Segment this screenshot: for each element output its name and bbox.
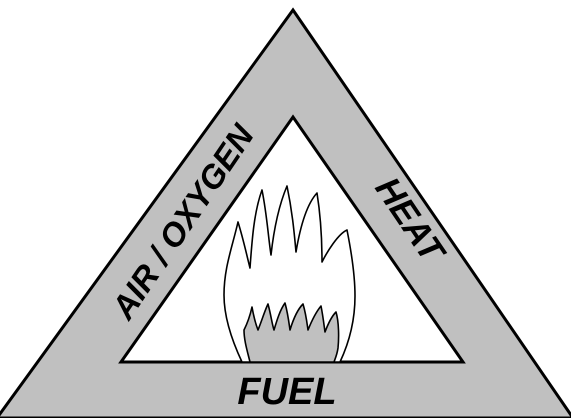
label-fuel: FUEL [237,371,336,413]
